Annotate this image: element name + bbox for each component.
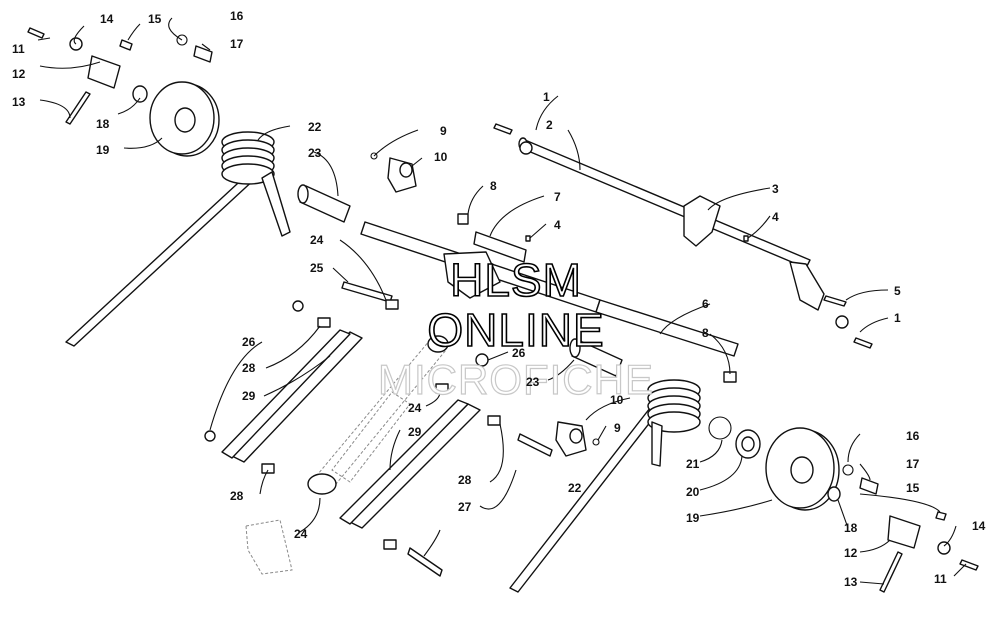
- idler-wheel-left: [149, 81, 220, 157]
- callout-label: 8: [490, 179, 497, 193]
- callout-label: 5: [894, 284, 901, 298]
- callout-label: 15: [148, 12, 162, 26]
- callout-label: 18: [844, 521, 858, 535]
- upper-pivot-rod: [518, 137, 811, 269]
- idler-wheel-right: [765, 427, 840, 511]
- watermark-line-1: HLSM: [450, 254, 582, 306]
- callout-label: 2: [546, 118, 553, 132]
- small-hardware-upper-left: [27, 27, 213, 125]
- callout-label: 13: [12, 95, 26, 109]
- callout-label: 7: [554, 190, 561, 204]
- callout-label: 26: [512, 346, 526, 360]
- callout-label: 8: [702, 326, 709, 340]
- callout-label: 16: [230, 9, 244, 23]
- callout-label: 26: [242, 335, 256, 349]
- callout-label: 18: [96, 117, 110, 131]
- callout-label: 14: [100, 12, 114, 26]
- callout-label: 27: [458, 500, 472, 514]
- callout-label: 25: [310, 261, 324, 275]
- shock-mount-bracket: [245, 519, 293, 575]
- stopper-upper: [387, 157, 417, 193]
- callout-label: 22: [568, 481, 582, 495]
- callout-label: 22: [308, 120, 322, 134]
- leader-lines: [37, 17, 967, 585]
- callout-label: 15: [906, 481, 920, 495]
- callout-label: 12: [12, 67, 26, 81]
- small-bushings: [204, 141, 849, 550]
- callout-label: 12: [844, 546, 858, 560]
- callout-label: 24: [310, 233, 324, 247]
- callout-label: 1: [543, 90, 550, 104]
- link-arm-right: [339, 399, 481, 529]
- callout-label: 29: [408, 425, 422, 439]
- callout-label: 4: [554, 218, 561, 232]
- callout-label: 14: [972, 519, 986, 533]
- spring-left: [221, 131, 291, 237]
- retaining-ring: [708, 416, 732, 440]
- center-bracket: [443, 231, 527, 299]
- small-hardware-lower-right: [827, 464, 979, 593]
- callout-label: 9: [614, 421, 621, 435]
- spacer-tube-right: [569, 338, 623, 377]
- watermark-line-2: ONLINE: [427, 304, 604, 356]
- watermark: HLSM ONLINE MICROFICHE: [377, 253, 654, 403]
- link-arm-left: [221, 329, 363, 463]
- spring-right: [647, 379, 701, 467]
- callout-label: 24: [408, 401, 422, 415]
- callout-label: 21: [686, 457, 700, 471]
- callout-label: 19: [96, 143, 110, 157]
- callout-label: 3: [772, 182, 779, 196]
- shock-absorber: [307, 335, 449, 495]
- stopper-lower: [555, 421, 587, 457]
- callout-label: 17: [906, 457, 920, 471]
- callout-labels: 11 14 15 16 17 12 13 18 19 22 23 1 2 3 4…: [12, 9, 986, 589]
- bearing: [735, 429, 761, 459]
- spacer-tube-left: [297, 184, 351, 223]
- callout-label: 10: [434, 150, 448, 164]
- upper-bracket: [683, 195, 825, 311]
- bolts: [341, 123, 873, 577]
- callout-label: 17: [230, 37, 244, 51]
- callout-label: 10: [610, 393, 624, 407]
- watermark-line-3: MICROFICHE: [378, 356, 654, 403]
- callout-label: 28: [242, 361, 256, 375]
- callout-label: 23: [308, 146, 322, 160]
- callout-label: 29: [242, 389, 256, 403]
- callout-label: 11: [934, 572, 947, 586]
- callout-label: 23: [526, 375, 540, 389]
- callout-label: 28: [230, 489, 244, 503]
- callout-label: 1: [894, 311, 901, 325]
- callout-label: 11: [12, 42, 25, 56]
- callout-label: 16: [906, 429, 920, 443]
- callout-label: 20: [686, 485, 700, 499]
- callout-label: 24: [294, 527, 308, 541]
- callout-label: 13: [844, 575, 858, 589]
- callout-label: 28: [458, 473, 472, 487]
- callout-label: 4: [772, 210, 779, 224]
- callout-label: 9: [440, 124, 447, 138]
- callout-label: 6: [702, 297, 709, 311]
- callout-label: 19: [686, 511, 700, 525]
- torsion-rod-left: [65, 171, 259, 347]
